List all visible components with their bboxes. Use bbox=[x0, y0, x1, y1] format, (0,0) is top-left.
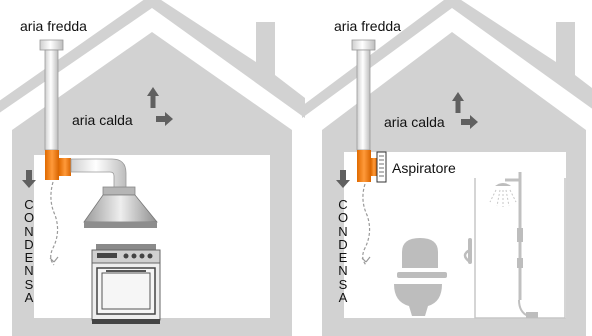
right-condensate-letter-7: S bbox=[338, 276, 348, 292]
right-house-walls bbox=[322, 32, 586, 336]
left-condensate-arrow bbox=[22, 170, 36, 188]
right-orange-fitting bbox=[357, 150, 371, 182]
fan-label: Aspiratore bbox=[392, 160, 456, 176]
right-condensate-letter-2: O bbox=[337, 210, 349, 226]
left-orange-fitting bbox=[45, 150, 59, 180]
left-condensate-letter-4: D bbox=[24, 236, 34, 252]
right-vent-pipe bbox=[351, 39, 377, 266]
right-chimney bbox=[556, 22, 575, 80]
right-condensate-drip bbox=[362, 183, 371, 266]
left-condensate-letter-1: C bbox=[24, 197, 34, 212]
left-warm-air-label: aria calda bbox=[72, 112, 133, 128]
left-cold-air-label: aria fredda bbox=[20, 18, 87, 34]
left-condensate-letter-8: A bbox=[24, 290, 34, 306]
left-condensate-drip bbox=[50, 181, 59, 266]
right-condensate-letter-4: D bbox=[338, 236, 348, 252]
left-condensate-letter-6: N bbox=[24, 263, 34, 279]
right-condensate-letter-6: N bbox=[338, 263, 348, 279]
left-warm-air-arrows bbox=[147, 87, 173, 126]
range-hood bbox=[83, 186, 158, 228]
right-warm-air-label: aria calda bbox=[384, 114, 445, 130]
right-condensate-arrow bbox=[336, 170, 350, 188]
right-floor bbox=[344, 318, 566, 336]
exhaust-fan-unit bbox=[376, 151, 387, 183]
right-condensate-label: C O N D E N S A bbox=[337, 197, 349, 306]
right-house bbox=[302, 0, 592, 336]
right-condensate-letter-8: A bbox=[338, 290, 348, 306]
shower bbox=[463, 172, 566, 319]
left-house-walls bbox=[12, 32, 292, 336]
right-warm-air-arrows bbox=[452, 92, 478, 129]
right-condensate-letter-1: C bbox=[338, 197, 348, 212]
left-hood-duct bbox=[70, 158, 127, 189]
left-condensate-letter-7: S bbox=[24, 276, 34, 292]
left-condensate-letter-2: O bbox=[23, 210, 35, 226]
left-condensate-letter-3: N bbox=[24, 223, 34, 239]
left-condensate-letter-5: E bbox=[24, 250, 34, 266]
left-house bbox=[0, 0, 305, 336]
right-condensate-letter-5: E bbox=[338, 250, 348, 266]
stove bbox=[91, 244, 161, 324]
left-condensate-label: C O N D E N S A bbox=[23, 197, 35, 306]
toilet bbox=[394, 238, 447, 316]
left-house-outline bbox=[0, 0, 305, 118]
right-cold-air-label: aria fredda bbox=[334, 18, 401, 34]
right-condensate-letter-3: N bbox=[338, 223, 348, 239]
right-house-outline bbox=[302, 0, 592, 118]
left-chimney bbox=[256, 22, 275, 80]
